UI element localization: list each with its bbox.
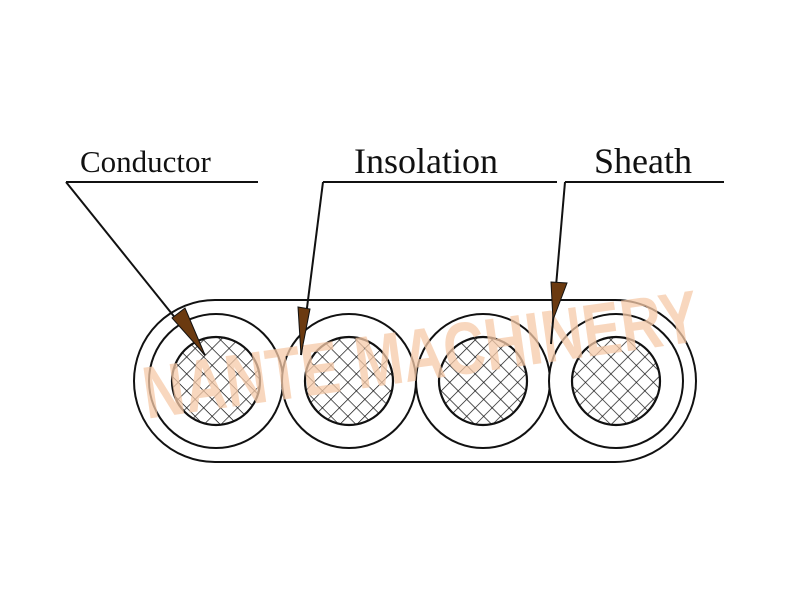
outer-sheath-outline [133, 299, 697, 463]
conductor-strands [437, 335, 529, 427]
cable-core-2 [281, 313, 417, 449]
sheath-label: Sheath [594, 141, 692, 181]
conductor-label: Conductor [80, 144, 211, 179]
cable-core-3 [415, 313, 551, 449]
sheath-arrowhead [550, 281, 568, 321]
conductor-arrowhead [171, 307, 206, 356]
insolation-label: Insolation [354, 141, 498, 181]
conductor-strands [303, 335, 395, 427]
conductor-strands [570, 335, 662, 427]
insolation-arrowhead [297, 306, 311, 356]
cable-core-1 [148, 313, 284, 449]
cable-core-4 [548, 313, 684, 449]
conductor-strands [170, 335, 262, 427]
